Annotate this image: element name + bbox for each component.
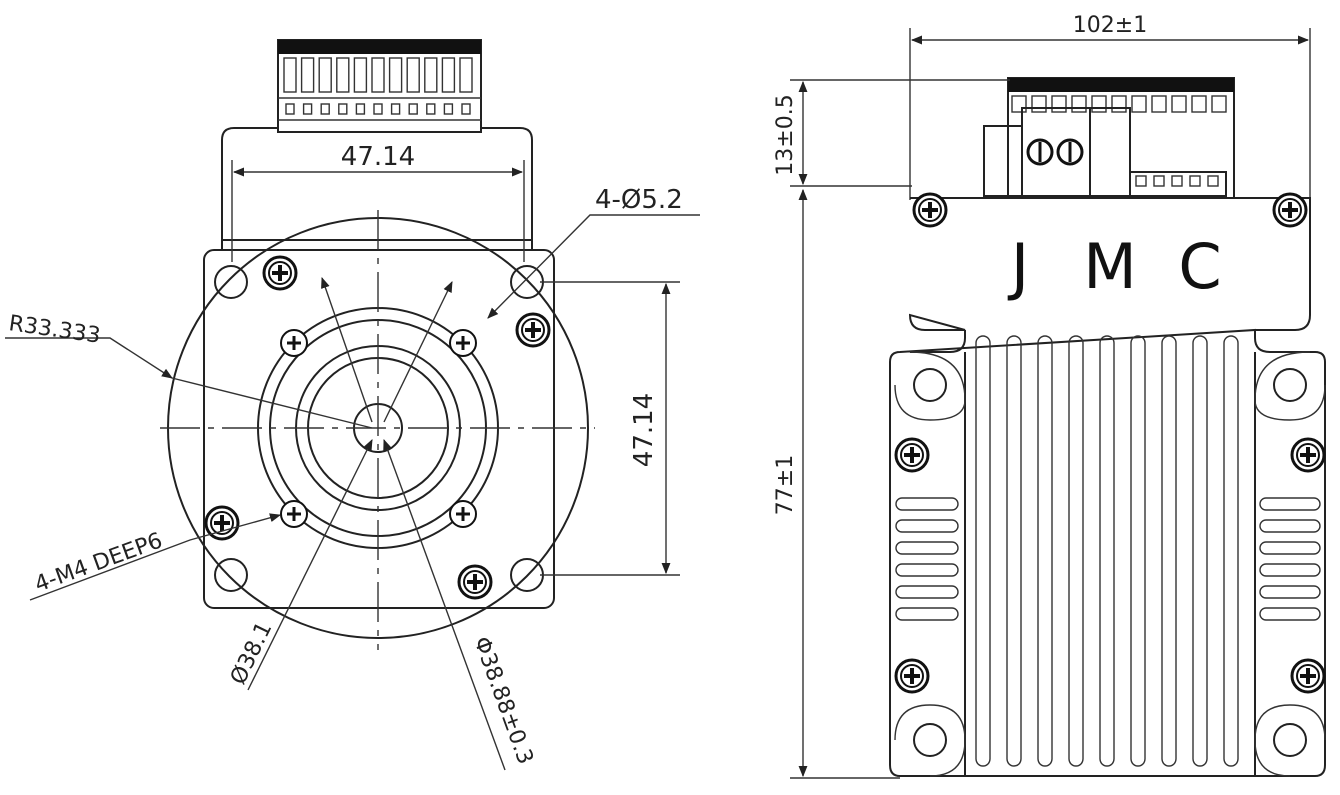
- dim-diameter-2-label: Φ38.88±0.3: [468, 634, 537, 768]
- side-fin: [1259, 497, 1321, 511]
- side-view: 102±1 13±0.5 77±1 J M C: [773, 13, 1326, 779]
- front-view: 47.14 47.14 4-Ø5.2 R33.333 4-M4 DEEP6 Ø3…: [5, 39, 700, 771]
- screw-icon: [457, 564, 493, 600]
- driver-housing-outline: [221, 127, 533, 250]
- connector-pin: [1091, 95, 1107, 113]
- connector-pin: [1011, 95, 1027, 113]
- screw-icon: [894, 437, 930, 473]
- front-connector: [277, 39, 482, 133]
- mount-hole: [214, 265, 248, 299]
- screw-icon: [1272, 192, 1308, 228]
- connector-pin: [1151, 95, 1167, 113]
- mount-hole: [510, 265, 544, 299]
- screw-icon: [262, 255, 298, 291]
- mount-hole: [1273, 368, 1307, 402]
- connector-pin: [353, 57, 368, 93]
- screw-icon: [1290, 437, 1326, 473]
- side-fin: [895, 519, 959, 533]
- connector-pin: [424, 57, 438, 93]
- brand-letter-c: C: [1178, 230, 1221, 303]
- connector-pin: [1211, 95, 1227, 113]
- connector-pin: [1031, 95, 1047, 113]
- connector-pin: [1071, 95, 1087, 113]
- driver-top-plate: [908, 197, 1311, 331]
- connector-pin: [283, 57, 297, 93]
- side-fin: [895, 541, 959, 555]
- connector-pin: [1051, 95, 1067, 113]
- screw-icon: [1290, 658, 1326, 694]
- heatsink-fins: [975, 335, 1239, 767]
- dim-width-label: 47.14: [341, 142, 415, 172]
- fin: [1161, 335, 1177, 767]
- mount-hole: [214, 558, 248, 592]
- brand-letter-m: M: [1083, 230, 1137, 303]
- fin: [1006, 335, 1022, 767]
- screw-icon: [894, 658, 930, 694]
- dim-radius-label: R33.333: [7, 311, 102, 349]
- side-fin: [895, 497, 959, 511]
- connector-pin: [459, 57, 473, 93]
- side-fin: [895, 585, 959, 599]
- fin: [1223, 335, 1239, 767]
- side-fin: [1259, 519, 1321, 533]
- side-fins: [895, 497, 1321, 621]
- screw-icon: [515, 312, 551, 348]
- thread-hole-icon: [449, 500, 477, 528]
- side-fin: [895, 563, 959, 577]
- connector-pin: [300, 57, 315, 93]
- dim-body-height-label: 77±1: [773, 455, 798, 515]
- connector-pin: [1171, 95, 1187, 113]
- connector-pin: [336, 57, 350, 93]
- fin: [1099, 335, 1115, 767]
- side-fin: [895, 607, 959, 621]
- fin: [975, 335, 991, 767]
- dim-side-width-label: 102±1: [1073, 13, 1147, 38]
- fin: [1037, 335, 1053, 767]
- connector-pin: [1131, 95, 1147, 113]
- connector-pin: [388, 57, 403, 93]
- dim-connector-height-label: 13±0.5: [773, 94, 798, 175]
- screw-icon: [912, 192, 948, 228]
- connector-pin: [1191, 95, 1207, 113]
- connector-pin: [1111, 95, 1127, 113]
- dim-hole-label: 4-Ø5.2: [595, 185, 683, 215]
- dim-height-label: 47.14: [629, 393, 659, 467]
- fin: [1192, 335, 1208, 767]
- thread-hole-icon: [280, 500, 308, 528]
- dim-thread-label: 4-M4 DEEP6: [32, 528, 166, 597]
- side-connector: [983, 77, 1235, 199]
- connector-pin: [371, 57, 385, 93]
- motor-flange: [203, 249, 555, 609]
- fin: [1068, 335, 1084, 767]
- brand-letter-j: J: [1007, 230, 1029, 303]
- connector-pin: [406, 57, 420, 93]
- connector-pin: [318, 57, 332, 93]
- side-fin: [1259, 563, 1321, 577]
- motor-body-outline: [889, 328, 1326, 777]
- fin: [1130, 335, 1146, 767]
- connector-pin: [441, 57, 456, 93]
- dim-diameter-1-label: Ø38.1: [226, 618, 278, 689]
- mount-hole: [913, 723, 947, 757]
- mount-hole: [913, 368, 947, 402]
- side-fin: [1259, 607, 1321, 621]
- side-fin: [1259, 585, 1321, 599]
- mount-hole: [1273, 723, 1307, 757]
- thread-hole-icon: [449, 329, 477, 357]
- thread-hole-icon: [280, 329, 308, 357]
- side-fin: [1259, 541, 1321, 555]
